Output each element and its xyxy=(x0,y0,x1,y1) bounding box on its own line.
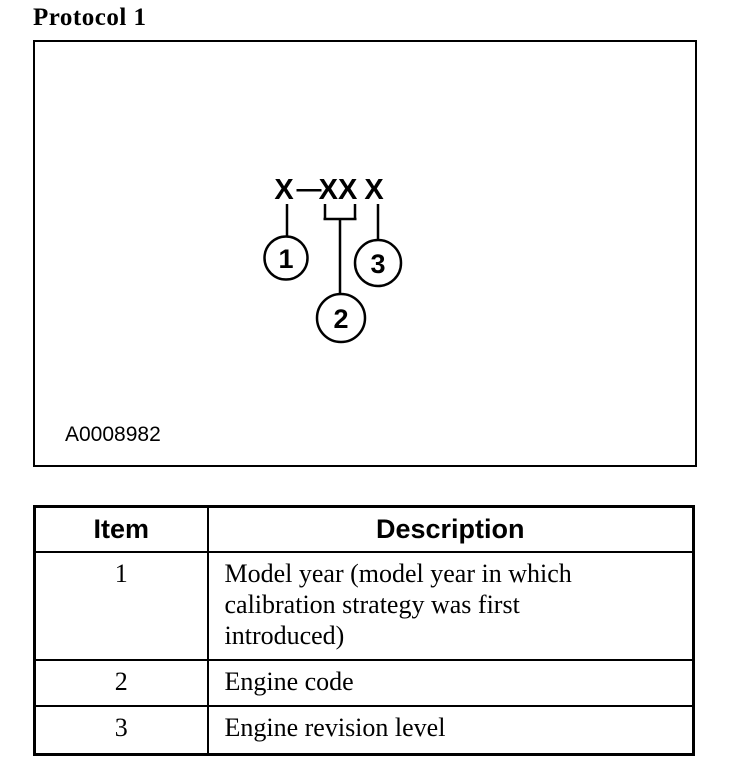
description-cell: Engine code xyxy=(206,658,695,707)
table-row: 2 Engine code xyxy=(33,658,695,707)
table-row: 1 Model year (model year in which calibr… xyxy=(33,550,695,661)
header-description: Description xyxy=(206,505,695,553)
description-cell: Engine revision level xyxy=(206,704,695,756)
header-item: Item xyxy=(33,505,209,553)
callout-number-3: 3 xyxy=(370,249,385,279)
item-description-table: Item Description 1 Model year (model yea… xyxy=(33,505,695,756)
item-cell: 3 xyxy=(33,704,209,756)
figure-id-label: A0008982 xyxy=(65,423,161,446)
code-part-engine-code: XX xyxy=(319,174,358,206)
item-cell: 1 xyxy=(33,550,209,661)
code-separator-dash: — xyxy=(297,175,322,203)
callout-circle-3 xyxy=(353,238,403,288)
table-header-row: Item Description xyxy=(33,505,695,553)
code-diagram: X — XX X 1 2 3 xyxy=(263,174,403,344)
callout-circle-1 xyxy=(263,235,309,281)
callout-number-2: 2 xyxy=(333,304,348,334)
description-cell: Model year (model year in which calibrat… xyxy=(206,550,695,661)
item-cell: 2 xyxy=(33,658,209,707)
code-part-model-year: X xyxy=(274,174,294,206)
figure-box: X — XX X 1 2 3 A0008982 xyxy=(33,40,697,467)
code-part-revision: X xyxy=(364,174,384,206)
callout-number-1: 1 xyxy=(278,244,293,274)
table-row: 3 Engine revision level xyxy=(33,704,695,756)
page-title: Protocol 1 xyxy=(33,4,147,31)
callout-circle-2 xyxy=(315,292,367,344)
callout-bracket-2 xyxy=(323,204,357,294)
